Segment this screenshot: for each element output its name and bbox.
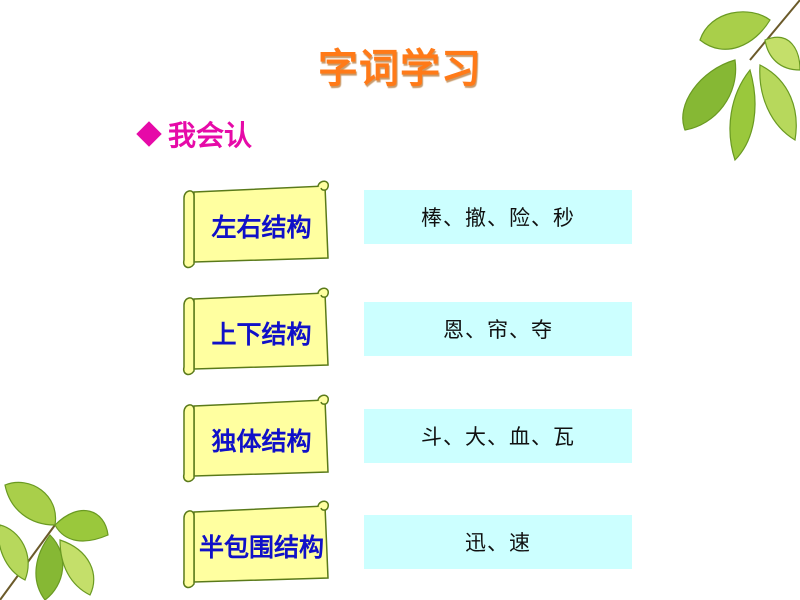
leaf-decoration-top-right <box>682 0 800 162</box>
category-scroll-top-bottom: 上下结构 <box>180 287 335 379</box>
category-label: 左右结构 <box>211 213 312 242</box>
scroll-banner-icon <box>182 394 329 483</box>
category-scroll-half-enclosed: 半包围结构 <box>180 500 335 592</box>
category-scroll-left-right: 左右结构 <box>180 180 335 272</box>
scroll-banner-icon <box>182 287 329 376</box>
chars-box: 斗、大、血、瓦 <box>364 409 632 463</box>
leaf-decoration-bottom-left <box>0 481 109 600</box>
diamond-bullet-icon <box>136 121 162 147</box>
chars-box: 棒、撤、险、秒 <box>364 190 632 244</box>
category-label: 独体结构 <box>211 427 312 456</box>
subheading: 我会认 <box>136 114 253 154</box>
category-label: 上下结构 <box>211 320 312 349</box>
category-label: 半包围结构 <box>198 533 324 562</box>
page-title: 字词学习 <box>318 46 482 92</box>
chars-box: 迅、速 <box>364 515 632 569</box>
scroll-banner-icon <box>182 500 329 589</box>
scroll-banner-icon <box>182 180 329 269</box>
category-scroll-single: 独体结构 <box>180 394 335 486</box>
chars-box: 恩、帘、夺 <box>364 302 632 356</box>
subheading-label: 我会认 <box>168 119 253 152</box>
